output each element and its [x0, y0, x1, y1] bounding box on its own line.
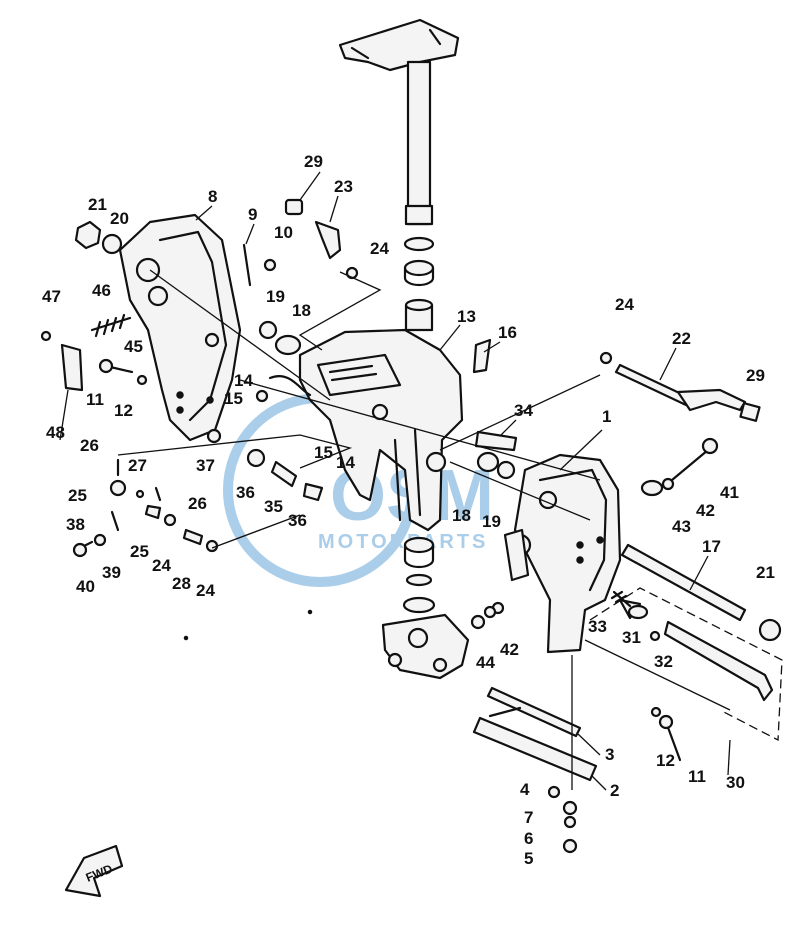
- callout-label: 31: [622, 628, 641, 647]
- callout-label: 12: [656, 751, 675, 770]
- callout-label: 9: [248, 205, 257, 224]
- callout-label: 5: [524, 849, 533, 868]
- callout-label: 26: [80, 436, 99, 455]
- callout-label: 21: [88, 195, 107, 214]
- callout-label: 18: [292, 301, 311, 320]
- callout-label: 8: [208, 187, 217, 206]
- callout-label: 19: [482, 512, 501, 531]
- callout-label: 1: [602, 407, 611, 426]
- callout-label: 47: [42, 287, 61, 306]
- callout-label: 25: [130, 542, 149, 561]
- callout-label: 29: [304, 152, 323, 171]
- callout-label: 13: [457, 307, 476, 326]
- callout-label: 2: [610, 781, 619, 800]
- callout-label: 22: [672, 329, 691, 348]
- callout-label: 21: [756, 563, 775, 582]
- callout-label: 26: [188, 494, 207, 513]
- trim-bar: [472, 686, 598, 782]
- fwd-arrow-icon: [64, 844, 124, 898]
- callout-label: 20: [110, 209, 129, 228]
- callout-label: 10: [274, 223, 293, 242]
- callout-label: 25: [68, 486, 87, 505]
- callout-label: 12: [114, 401, 133, 420]
- callout-label: 15: [314, 443, 333, 462]
- callout-label: 45: [124, 337, 143, 356]
- callout-label: 24: [370, 239, 389, 258]
- callout-label: 34: [514, 401, 533, 420]
- callout-label: 36: [288, 511, 307, 530]
- callout-label: 33: [588, 617, 607, 636]
- callout-label: 29: [746, 366, 765, 385]
- callout-label: 37: [196, 456, 215, 475]
- callout-label: 35: [264, 497, 283, 516]
- through-tube: [620, 543, 782, 642]
- callout-label: 7: [524, 808, 533, 827]
- small-hardware: [40, 198, 719, 854]
- callout-label: 14: [336, 453, 355, 472]
- lower-yoke: [381, 536, 470, 680]
- callout-labels: 1 2 3 4 5 6 7 8 9 10 11 11 12 12 13 14 1…: [42, 152, 775, 868]
- callout-leaders: [59, 171, 731, 791]
- callout-label: 17: [702, 537, 721, 556]
- callout-label: 28: [172, 574, 191, 593]
- callout-label: 24: [615, 295, 634, 314]
- callout-label: 38: [66, 515, 85, 534]
- callout-label: 11: [688, 767, 706, 786]
- callout-label: 3: [605, 745, 614, 764]
- steering-shaft: [338, 18, 460, 226]
- callout-label: 32: [654, 652, 673, 671]
- callout-label: 30: [726, 773, 745, 792]
- callout-label: 15: [224, 389, 243, 408]
- watermark-tagline: MOTORPARTS: [318, 531, 488, 553]
- callout-label: 46: [92, 281, 111, 300]
- callout-label: 40: [76, 577, 95, 596]
- callout-label: 6: [524, 829, 533, 848]
- callout-label: 14: [234, 371, 253, 390]
- callout-label: 36: [236, 483, 255, 502]
- callout-label: 41: [720, 483, 739, 502]
- callout-label: 24: [152, 556, 171, 575]
- callout-label: 4: [520, 780, 530, 799]
- callout-label: 24: [196, 581, 215, 600]
- callout-label: 11: [86, 390, 104, 409]
- callout-label: 42: [500, 640, 519, 659]
- callout-label: 27: [128, 456, 147, 475]
- callout-label: 18: [452, 506, 471, 525]
- clamp-bracket-right: [503, 453, 622, 654]
- clamp-bracket-left: [118, 213, 242, 442]
- callout-label: 43: [672, 517, 691, 536]
- connector-lines: [117, 269, 783, 790]
- callout-label: 16: [498, 323, 517, 342]
- callout-label: 42: [696, 501, 715, 520]
- thumb-screw-set: [618, 598, 774, 702]
- callout-label: 44: [476, 653, 495, 672]
- callout-label: 39: [102, 563, 121, 582]
- fwd-badge: FWD: [64, 844, 124, 898]
- callout-label: 19: [266, 287, 285, 306]
- tilt-lever: [614, 363, 761, 422]
- callout-label: 23: [334, 177, 353, 196]
